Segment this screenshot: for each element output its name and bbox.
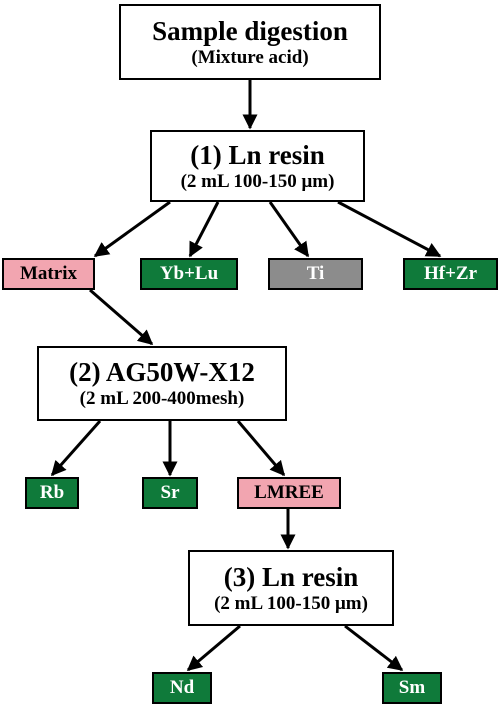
fraction-rb: Rb [25,477,79,509]
arrow-ag50-to-lmree [236,420,286,477]
arrow-ln1-to-ybl [188,201,220,258]
arrow-matrix-to-ag50 [89,288,154,346]
fraction-lmree: LMREE [237,477,341,509]
ag50w-x12-title: (2) AG50W-X12 [69,357,255,388]
ln-resin-1-subtitle: (2 mL 100-150 μm) [180,170,335,192]
sample-digestion-subtitle: (Mixture acid) [191,46,309,68]
fraction-sr: Sr [142,477,198,509]
ln-resin-1-box: (1) Ln resin (2 mL 100-150 μm) [150,130,365,202]
arrow-ln1-to-matrix [93,200,171,258]
arrow-ln3-to-nd [186,624,241,672]
ln-resin-3-title: (3) Ln resin [223,561,359,592]
arrow-ln1-to-ti [268,201,310,258]
sample-digestion-title: Sample digestion [152,15,348,46]
fraction-matrix: Matrix [2,258,95,290]
fraction-hf-zr: Hf+Zr [403,258,498,290]
arrow-ag50-to-rb [50,420,102,477]
sample-digestion-box: Sample digestion (Mixture acid) [119,4,381,80]
ag50w-x12-subtitle: (2 mL 200-400mesh) [79,388,245,410]
fraction-sm: Sm [382,672,442,704]
ln-resin-3-subtitle: (2 mL 100-150 μm) [214,592,368,614]
arrow-ln1-to-hfzr [337,200,442,258]
ag50w-x12-box: (2) AG50W-X12 (2 mL 200-400mesh) [37,346,287,421]
ln-resin-1-title: (1) Ln resin [190,139,325,170]
fraction-nd: Nd [152,672,212,704]
arrow-ln3-to-sm [344,624,404,672]
ln-resin-3-box: (3) Ln resin (2 mL 100-150 μm) [188,550,394,626]
fraction-ti: Ti [268,258,363,290]
fraction-yb-lu: Yb+Lu [140,258,238,290]
